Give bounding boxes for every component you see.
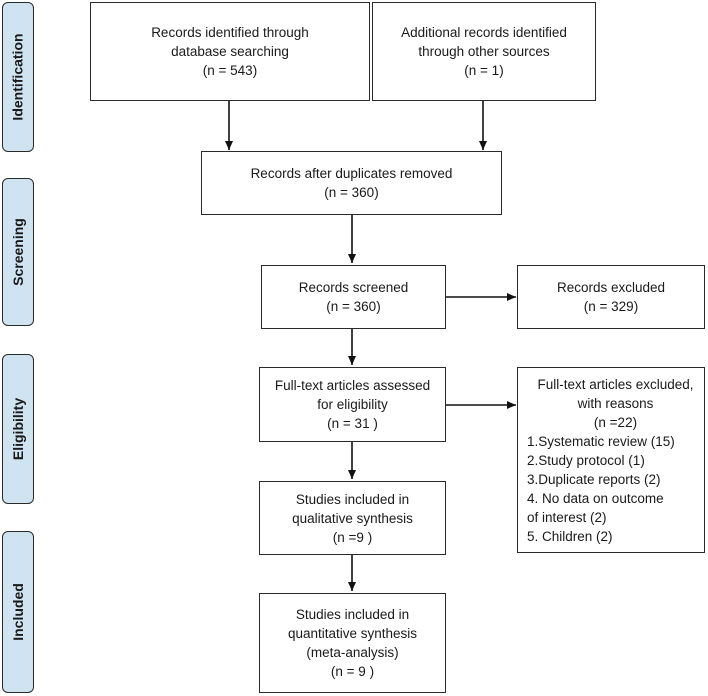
box-line: (n = 329) (583, 299, 639, 314)
box-duplicates-removed: Records after duplicates removed (n = 36… (201, 151, 502, 215)
box-database-search: Records identified through database sear… (90, 2, 370, 101)
box-line: (n = 360) (324, 185, 379, 200)
box-line: quantitative synthesis (287, 626, 418, 641)
box-line: Records after duplicates removed (250, 166, 453, 181)
stage-screening: Screening (2, 178, 34, 326)
box-line: (n = 360) (326, 299, 381, 314)
exclusion-reason: of interest (2) (527, 509, 607, 525)
box-line: Full-text articles assessed (274, 378, 431, 393)
exclusion-reason: 5. Children (2) (527, 528, 613, 544)
stage-included: Included (2, 531, 34, 693)
box-line: (n = 9 ) (330, 664, 375, 679)
box-records-excluded: Records excluded (n = 329) (517, 265, 705, 329)
box-line: Full-text articles excluded, (537, 376, 694, 392)
stage-identification: Identification (2, 2, 34, 152)
stage-eligibility: Eligibility (2, 354, 34, 504)
box-line: (meta-analysis) (306, 645, 399, 660)
box-line: database searching (171, 44, 289, 59)
box-line: qualitative synthesis (292, 510, 413, 526)
box-records-screened: Records screened (n = 360) (261, 265, 446, 329)
box-other-sources: Additional records identified through ot… (372, 2, 596, 101)
box-qualitative-synthesis: Studies included in qualitative synthesi… (259, 481, 446, 555)
box-line: for eligibility (317, 397, 388, 412)
box-line: through other sources (418, 44, 550, 59)
box-line: Records excluded (556, 280, 666, 295)
box-line: with reasons (577, 395, 654, 411)
box-line: (n = 543) (202, 63, 258, 78)
box-quantitative-synthesis: Studies included in quantitative synthes… (259, 593, 446, 693)
box-line: (n =9 ) (332, 529, 373, 545)
box-line: (n =22) (593, 414, 638, 430)
box-line: (n = 1) (464, 63, 504, 78)
box-line: (n = 31 ) (327, 416, 378, 431)
box-line: Additional records identified (401, 25, 567, 40)
box-line: Studies included in (295, 607, 410, 622)
box-line: Studies included in (295, 491, 410, 507)
exclusion-reason: 4. No data on outcome (527, 490, 664, 506)
box-line: Records screened (298, 280, 409, 295)
exclusion-reason: 3.Duplicate reports (2) (527, 471, 661, 487)
exclusion-reason: 2.Study protocol (1) (527, 452, 645, 468)
box-fulltext-excluded: Full-text articles excluded, with reason… (517, 367, 705, 553)
box-fulltext-assessed: Full-text articles assessed for eligibil… (259, 367, 446, 442)
box-line: Records identified through (151, 25, 309, 40)
exclusion-reason: 1.Systematic review (15) (527, 433, 675, 449)
